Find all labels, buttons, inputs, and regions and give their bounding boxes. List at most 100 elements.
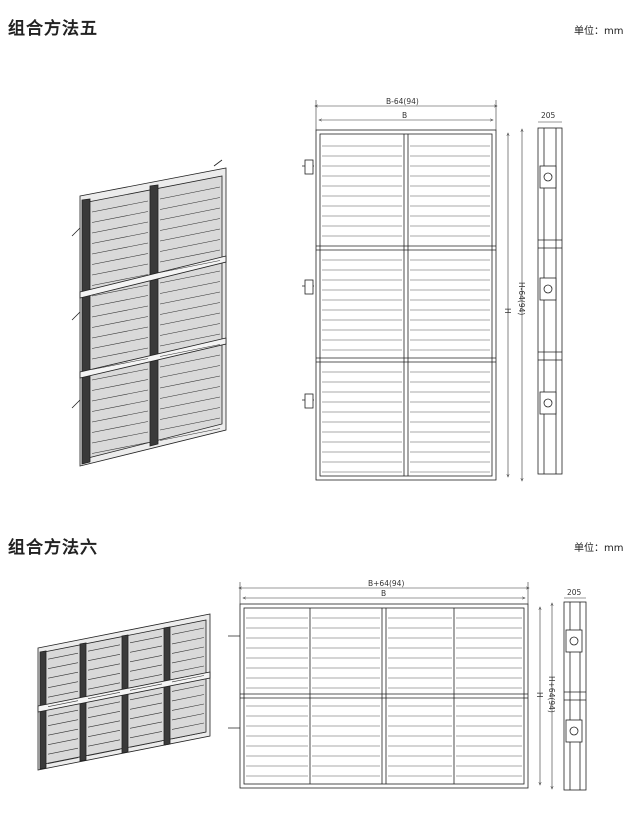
damper-slat [129,712,163,720]
section6-side-view [563,601,587,791]
damper-slat [129,702,163,710]
damper-slat [91,200,149,213]
damper-slat [159,386,221,399]
damper-slat [159,270,221,284]
damper-slat [87,663,121,671]
damper-slat [129,693,163,701]
damper-slat [171,646,205,654]
damper-slat [47,700,79,707]
section5-width-total-label: B-64(94) [386,97,419,106]
section5-depth-dimension: 205 [538,111,562,123]
damper-slat [87,701,121,709]
damper-slat [47,747,79,755]
damper-slat [159,407,221,420]
damper-slat [159,333,221,347]
damper-slat [159,428,221,441]
damper-slat [47,738,79,745]
damper-slat [91,389,149,402]
damper-slat [87,682,121,690]
damper-slat [129,636,163,644]
damper-slat [91,410,149,423]
damper-slat [159,323,221,336]
damper-slat [91,232,149,244]
damper-slat [87,644,121,652]
damper-slat [159,218,221,231]
damper-slat [91,431,149,444]
damper-slat [87,711,121,718]
damper-slat [159,281,221,294]
damper-slat [129,740,163,748]
damper-slat [47,709,79,717]
section6-width-total-label: B+64(94) [368,579,404,588]
damper-slat [47,719,79,726]
damper-slat [91,421,149,433]
damper-slat [171,732,205,740]
section5-title: 组合方法五 [8,19,98,39]
section5-dimensions: B-64(94) B H H-64(94) [316,97,526,480]
damper-slat [159,260,221,273]
damper-slat [159,291,221,305]
damper-slat [91,326,149,339]
damper-slat [87,739,121,747]
damper-slat [159,312,221,326]
section5-height-label: H [503,308,512,314]
damper-slat [91,305,149,318]
damper-slat [159,186,221,200]
damper-slat [159,354,221,368]
damper-slat [91,253,149,265]
damper-slat [91,347,149,360]
damper-slat [171,627,205,635]
damper-slat [171,656,205,664]
section5-depth-label: 205 [541,111,556,120]
damper-slat [91,211,149,223]
damper-slat [87,749,121,756]
damper-slat [171,722,205,730]
damper-slat [91,442,149,454]
section5-height-total-label: H-64(94) [517,282,526,315]
section6-depth-dimension: 205 [564,588,586,599]
damper-slat [87,692,121,699]
damper-slat [129,645,163,653]
damper-slat [47,690,79,698]
damper-slat [91,263,149,276]
damper-slat [159,375,221,389]
damper-slat [129,655,163,663]
damper-slat [129,664,163,672]
section5-unit: 单位：mm [574,26,624,37]
damper-slat [159,207,221,221]
damper-slat [47,662,79,669]
damper-slat [159,302,221,315]
damper-slat [159,228,221,242]
damper-slat [47,728,79,736]
damper-slat [159,417,221,431]
damper-slat [129,683,163,691]
damper-slat [91,221,149,234]
damper-slat [91,242,149,255]
section6-dimensions: B+64(94) B H H+64(94) [240,579,556,788]
damper-slat [87,720,121,728]
damper-slat [171,675,205,683]
damper-slat [159,249,221,263]
damper-slat [91,400,149,412]
damper-slat [91,274,149,286]
damper-slat [129,674,163,682]
damper-slat [87,654,121,661]
section6-width-label: B [381,589,386,598]
damper-slat [47,681,79,688]
damper-slat [91,295,149,307]
section6-title: 组合方法六 [8,538,98,558]
damper-slat [171,684,205,692]
section5-side-view [537,127,563,475]
section5-front-elevation [302,129,497,481]
damper-slat [87,730,121,737]
damper-slat [159,344,221,357]
damper-slat [91,337,149,349]
damper-slat [171,713,205,721]
section6-height-total-label: H+64(94) [547,676,556,713]
damper-slat [87,673,121,680]
damper-slat [91,316,149,328]
section6-height-label: H [535,692,544,698]
section6-depth-label: 205 [567,588,582,597]
damper-slat [129,721,163,729]
